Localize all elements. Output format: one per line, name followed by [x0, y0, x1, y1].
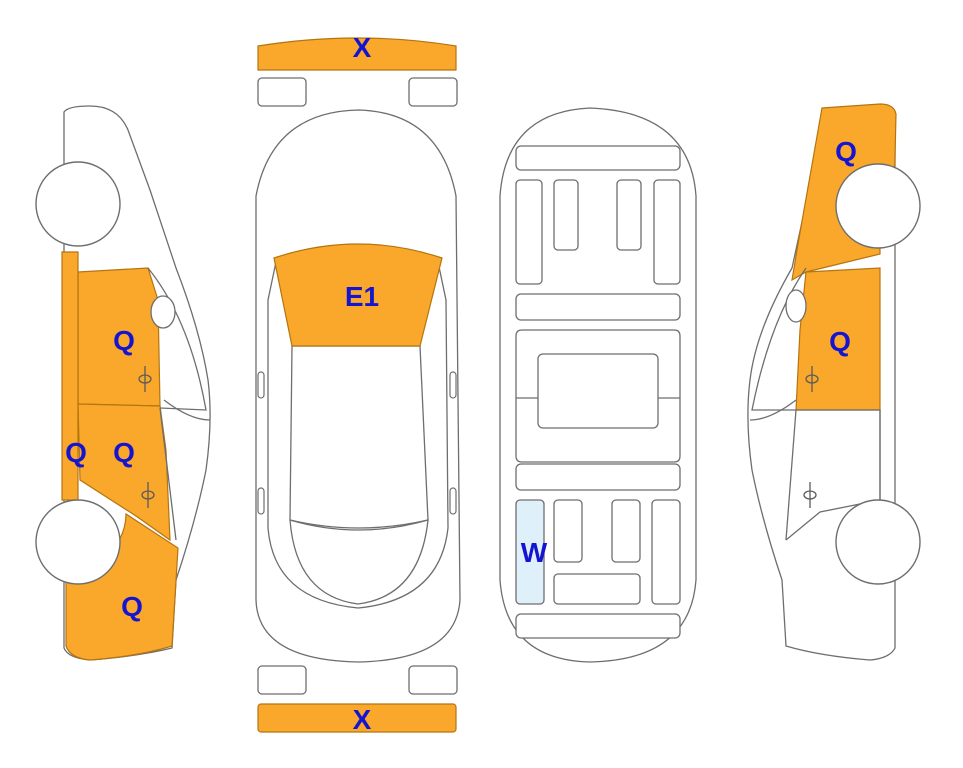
left-front-wheel	[35, 161, 121, 247]
underbody-rear-left-panel[interactable]	[515, 499, 545, 605]
front-left-tow-point	[257, 77, 307, 107]
left-rear-door-label: Q	[113, 437, 135, 468]
left-rear-wheel	[35, 499, 121, 585]
top-view: X E1 X	[255, 32, 461, 735]
right-side-view: Q Q	[747, 103, 921, 661]
left-front-door-handle	[138, 366, 152, 392]
right-handle-top	[449, 487, 457, 515]
right-pillar-line	[749, 399, 797, 421]
windshield-label: E1	[345, 281, 379, 312]
left-handle-top	[257, 487, 265, 515]
right-window-line	[751, 267, 807, 411]
underbody-rear-crossmember	[515, 463, 681, 491]
right-front-wheel	[835, 499, 921, 585]
left-mirror	[150, 295, 176, 329]
front-bumper-label: X	[353, 32, 372, 63]
rear-right-tow-point	[408, 665, 458, 695]
underbody-floor-frame	[515, 329, 681, 463]
right-rear-quarter-label: Q	[835, 136, 857, 167]
underbody-panel-label: W	[521, 537, 548, 568]
underbody-front-panel	[515, 293, 681, 321]
rear-bumper-panel[interactable]	[257, 703, 457, 733]
right-mirror-top	[449, 371, 457, 399]
windshield-panel[interactable]	[273, 243, 443, 347]
right-rear-wheel	[835, 163, 921, 249]
left-window-line	[147, 267, 207, 411]
left-rear-quarter-label: Q	[121, 591, 143, 622]
front-bumper-panel[interactable]	[257, 37, 457, 71]
top-body-outline	[255, 109, 461, 663]
underbody-rear-panel	[515, 613, 681, 639]
underbody-front-right-cover	[616, 179, 642, 251]
left-rocker-label: Q	[65, 437, 87, 468]
left-rear-door-panel[interactable]	[77, 403, 171, 542]
right-front-door-handle	[803, 482, 817, 508]
right-door-split	[785, 409, 797, 541]
underbody-front-left-cover	[553, 179, 579, 251]
left-mirror-top	[257, 371, 265, 399]
rear-left-tow-point	[257, 665, 307, 695]
underbody-front-right-rail	[653, 179, 681, 285]
underbody-center-tunnel	[537, 353, 659, 429]
underbody-front-left-rail	[515, 179, 543, 285]
underbody-view: W	[499, 107, 697, 663]
underbody-rear-right-cover	[611, 499, 641, 563]
left-pillar-line	[163, 399, 211, 421]
right-rear-door-handle	[805, 366, 819, 392]
right-mirror	[785, 289, 807, 323]
underbody-front-crossmember	[515, 145, 681, 171]
top-rear-window	[289, 519, 429, 605]
underbody-rear-right-rail	[651, 499, 681, 605]
right-rear-door-label: Q	[829, 326, 851, 357]
left-rear-door-handle	[141, 482, 155, 508]
left-front-door-label: Q	[113, 325, 135, 356]
front-right-tow-point	[408, 77, 458, 107]
underbody-fuel-tank	[553, 573, 641, 605]
left-side-view: Q Q Q Q	[35, 105, 211, 661]
underbody-rear-left-cover	[553, 499, 583, 563]
rear-bumper-label: X	[353, 704, 372, 735]
top-inner-outline	[267, 261, 449, 609]
left-door-split	[159, 407, 177, 541]
